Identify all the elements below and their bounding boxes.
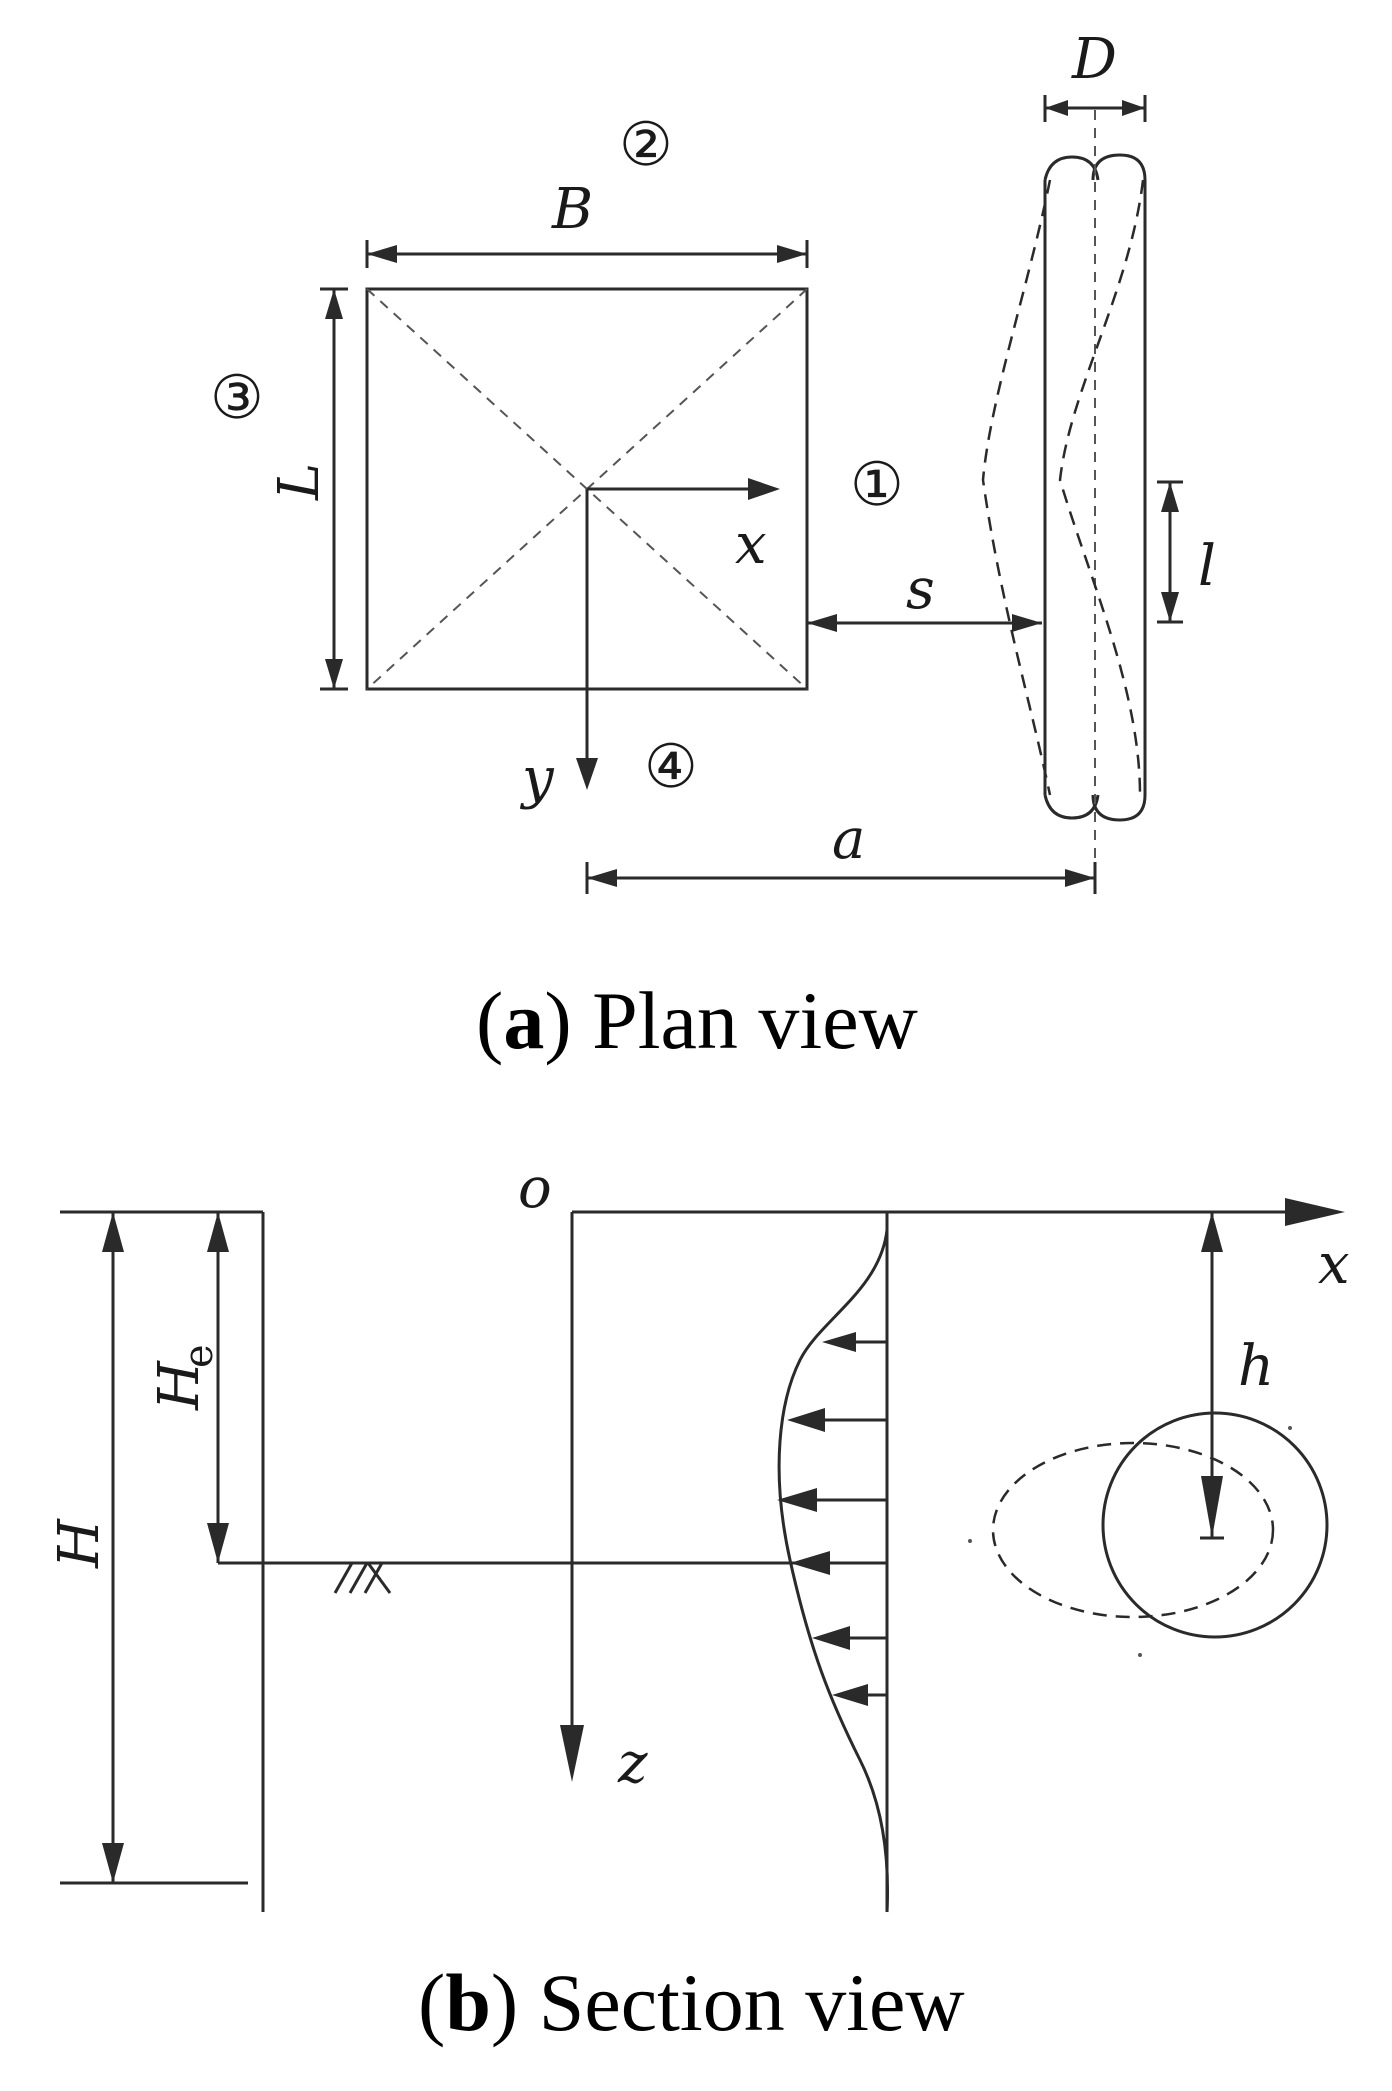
dimension-He-arrow-top bbox=[207, 1212, 229, 1252]
dimension-He-label-group: H e bbox=[147, 1344, 222, 1411]
dimension-He-label: H bbox=[147, 1360, 212, 1411]
tunnel-section-deformed bbox=[991, 1441, 1275, 1619]
caption-section-view: (b) Section view bbox=[418, 1957, 965, 2048]
dimension-h-label: h bbox=[1238, 1334, 1274, 1399]
plan-x-label: x bbox=[735, 512, 767, 577]
dimension-a-arrow-right bbox=[1065, 869, 1095, 887]
dimension-H-label: H bbox=[47, 1518, 112, 1569]
dimension-H-arrow-top bbox=[102, 1212, 124, 1252]
dimension-B-arrow-right bbox=[777, 245, 807, 263]
dimension-h-arrow-bottom bbox=[1201, 1476, 1223, 1538]
tunnel-section-original bbox=[1101, 1411, 1329, 1639]
dimension-s-label: s bbox=[906, 557, 935, 622]
dimension-L-arrow-bottom bbox=[325, 659, 343, 689]
tunnel-top-lobe-right bbox=[1091, 153, 1147, 181]
section-view: H H e o x z bbox=[47, 1156, 1350, 2048]
tunnel-bottom-lobe-left bbox=[1043, 794, 1100, 820]
dimension-D-label: D bbox=[1071, 27, 1117, 92]
caption-plan-view: (a) Plan view bbox=[476, 975, 918, 1066]
side-3-label: ③ bbox=[210, 363, 264, 433]
dimension-l-arrow-bottom bbox=[1161, 592, 1179, 622]
dimension-L-label: L bbox=[267, 463, 332, 501]
side-4-label: ④ bbox=[644, 732, 698, 802]
dimension-s-arrow-left bbox=[807, 614, 837, 632]
tunnel-deformed-right bbox=[1058, 179, 1145, 796]
plan-y-axis-arrowhead bbox=[576, 758, 598, 790]
dimension-H-arrow-bottom bbox=[102, 1843, 124, 1883]
section-x-label: x bbox=[1318, 1232, 1350, 1297]
soil-hatch-marks bbox=[333, 1562, 392, 1594]
plan-x-axis-arrowhead bbox=[748, 478, 780, 500]
dimension-h-arrow-top bbox=[1201, 1212, 1223, 1252]
section-z-label: z bbox=[617, 1731, 648, 1796]
plan-view: x y B L ② ③ ① ④ bbox=[210, 27, 1216, 1066]
dimension-s-arrow-right bbox=[1012, 614, 1042, 632]
dimension-l-label: l bbox=[1198, 534, 1216, 599]
section-origin-label: o bbox=[518, 1156, 552, 1221]
dimension-L-arrow-top bbox=[325, 289, 343, 319]
dimension-B-label: B bbox=[551, 177, 593, 242]
side-2-label: ② bbox=[619, 110, 673, 180]
tunnel-plan bbox=[981, 110, 1147, 860]
section-x-axis-arrowhead bbox=[1285, 1198, 1345, 1226]
dimension-B-arrow-left bbox=[367, 245, 397, 263]
dimension-He-arrow-bottom bbox=[207, 1523, 229, 1563]
stray-dot-top-right bbox=[1288, 1426, 1292, 1430]
section-z-axis-arrowhead bbox=[560, 1725, 584, 1782]
dimension-D-arrow-right bbox=[1122, 100, 1145, 116]
dimension-a-label: a bbox=[832, 807, 865, 872]
load-arrows bbox=[777, 1332, 887, 1706]
tunnel-bottom-lobe-right bbox=[1091, 794, 1147, 822]
side-1-label: ① bbox=[850, 450, 904, 520]
plan-y-label: y bbox=[519, 746, 555, 811]
dimension-l-arrow-top bbox=[1161, 482, 1179, 512]
tunnel-deformed-left bbox=[981, 179, 1052, 796]
dimension-a-arrow-left bbox=[587, 869, 617, 887]
dimension-D-arrow-left bbox=[1045, 100, 1068, 116]
dimension-He-subscript: e bbox=[176, 1344, 222, 1368]
stray-dot-bottom bbox=[1138, 1653, 1142, 1657]
lateral-load-distribution-curve bbox=[777, 1229, 889, 1913]
stray-dot-left bbox=[968, 1539, 972, 1543]
tunnel-top-lobe-left bbox=[1043, 155, 1100, 181]
